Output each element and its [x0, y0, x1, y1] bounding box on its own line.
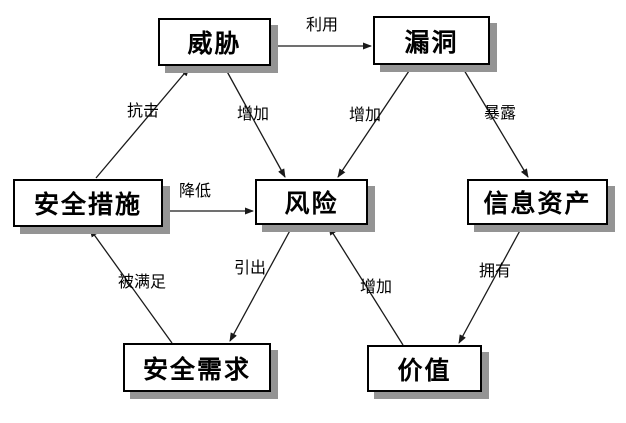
edge-own-arrow — [458, 224, 524, 344]
edge-lead-to-arrow — [229, 224, 294, 342]
edge-increase-by-threat-arrow — [223, 65, 286, 178]
node-risk: 风险 — [255, 179, 368, 225]
edge-increase-by-vulnerability-arrow — [337, 64, 414, 178]
edge-label-expose: 暴露 — [483, 103, 517, 122]
node-security-measures: 安全措施 — [13, 179, 163, 227]
edge-label-reduce: 降低 — [178, 181, 212, 200]
edge-label-satisfied-by: 被满足 — [117, 272, 167, 291]
edge-increase-by-value-arrow — [328, 226, 404, 346]
edge-label-increase-by-vulnerability: 增加 — [348, 105, 382, 124]
node-information-assets: 信息资产 — [467, 179, 608, 225]
node-threat: 威胁 — [158, 18, 271, 66]
edge-resist-arrow — [95, 67, 190, 179]
node-value: 价值 — [367, 345, 482, 392]
edge-label-increase-by-threat: 增加 — [236, 104, 270, 123]
edge-label-resist: 抗击 — [126, 101, 160, 120]
edge-label-increase-by-value: 增加 — [359, 277, 393, 296]
edge-label-own: 拥有 — [478, 261, 512, 280]
edge-satisfied-by-arrow — [89, 228, 173, 344]
node-security-requirements: 安全需求 — [123, 343, 271, 392]
edge-label-exploit: 利用 — [305, 15, 339, 34]
edge-label-lead-to: 引出 — [233, 258, 267, 277]
edge-expose-arrow — [460, 64, 529, 178]
node-vulnerability: 漏洞 — [373, 16, 490, 65]
